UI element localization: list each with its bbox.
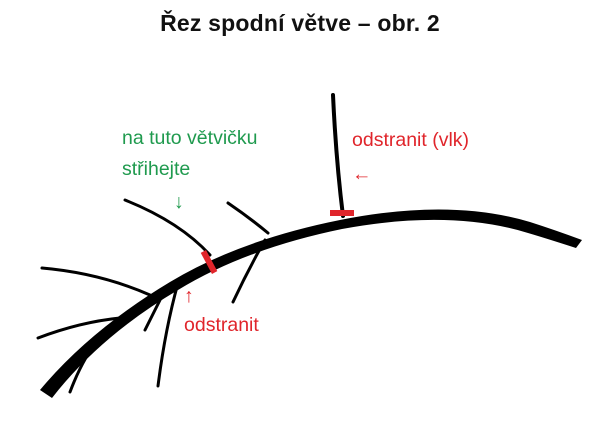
side-twig-5 (143, 298, 162, 332)
left-arrow-icon: ← (352, 163, 372, 185)
side-twig-1 (40, 266, 152, 297)
keep-label-line2: střihejte (122, 158, 190, 180)
up-arrow-icon: ↑ (184, 285, 194, 307)
side-twig-3 (68, 338, 100, 394)
page-title: Řez spodní větve – obr. 2 (160, 10, 440, 36)
remove-label: odstranit (184, 314, 259, 336)
keep-label-line1: na tuto větvičku (122, 127, 258, 149)
lower-twig-right (231, 238, 267, 304)
upper-twig-right (226, 201, 270, 235)
down-arrow-icon: ↓ (174, 191, 184, 213)
cut-mark-vlk (330, 210, 354, 216)
cut-mark-branch (200, 249, 218, 275)
main-branch (40, 209, 582, 398)
water-sprout-vlk (331, 93, 345, 218)
keep-twig (123, 198, 212, 257)
side-twig-4 (156, 281, 180, 388)
side-twig-2 (36, 316, 122, 340)
remove-vlk-label: odstranit (vlk) (352, 129, 469, 151)
